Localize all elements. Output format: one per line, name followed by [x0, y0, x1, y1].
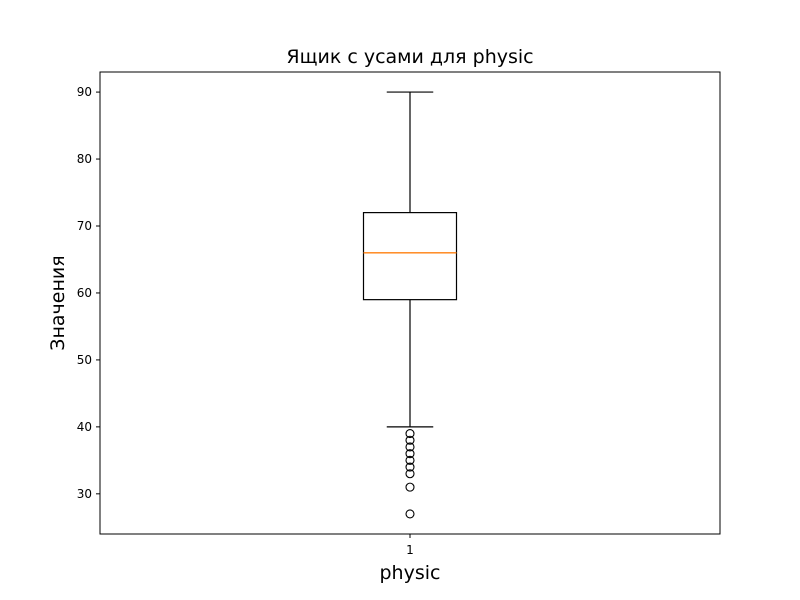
y-tick-label: 30	[77, 487, 92, 501]
y-tick-label: 50	[77, 353, 92, 367]
outlier-point	[405, 429, 415, 439]
outlier-point	[405, 482, 415, 492]
box-series	[362, 91, 458, 519]
outlier-point	[405, 509, 415, 519]
y-tick-label: 80	[77, 152, 92, 166]
iqr-box	[362, 212, 458, 301]
y-axis-title: Значения	[47, 255, 69, 350]
y-axis: 30 40 50 60 70 80 90	[77, 85, 100, 501]
y-tick-label: 40	[77, 420, 92, 434]
outlier-point	[405, 435, 415, 445]
chart-title: Ящик с усами для physic	[286, 46, 533, 68]
box-group	[362, 91, 458, 519]
x-axis: 1	[406, 534, 414, 557]
y-tick-label: 70	[77, 219, 92, 233]
x-tick-label: 1	[406, 543, 414, 557]
x-axis-title: physic	[380, 562, 441, 584]
outlier-point	[405, 449, 415, 459]
outlier-point	[405, 462, 415, 472]
outlier-point	[405, 442, 415, 452]
outlier-point	[405, 455, 415, 465]
y-tick-label: 60	[77, 286, 92, 300]
y-tick-label: 90	[77, 85, 92, 99]
outlier-point	[405, 469, 415, 479]
